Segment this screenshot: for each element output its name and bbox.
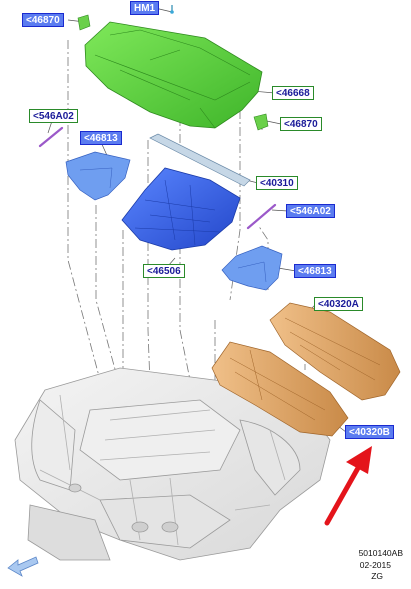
callout-46668: <46668 <box>272 86 314 100</box>
bracket-right-part <box>221 245 283 291</box>
panel-40320a-part <box>269 302 401 401</box>
panel-40320b-part <box>211 341 349 437</box>
callout-40320a: <40320A <box>314 297 363 311</box>
clip-part-top <box>77 14 91 31</box>
reference-date: 02-2015 <box>359 560 391 570</box>
bracket-left-part <box>65 151 131 201</box>
reference-author: ZG <box>371 571 383 581</box>
clip-part-right <box>253 113 269 131</box>
rear-parcel-shelf-part <box>84 21 263 129</box>
seal-strip-left <box>38 126 64 148</box>
callout-40310: <40310 <box>256 176 298 190</box>
callout-40320b: <40320B <box>345 425 394 439</box>
rear-floor-panel-part <box>121 167 241 251</box>
reference-code: 5010140AB <box>358 548 403 558</box>
callout-hm1: HM1 <box>130 1 160 15</box>
forward-direction-arrow <box>7 556 39 577</box>
callout-546a02-right: <546A02 <box>286 204 335 218</box>
cross-bar-part <box>149 133 251 187</box>
callout-46870-top: <46870 <box>22 13 64 27</box>
callout-46506: <46506 <box>143 264 185 278</box>
callout-546a02-left: <546A02 <box>29 109 78 123</box>
seal-strip-right <box>246 203 277 230</box>
callout-46870-right: <46870 <box>280 117 322 131</box>
body-floor-structure <box>14 367 331 561</box>
hardware-hm1-part <box>170 5 174 14</box>
callout-46813-right: <46813 <box>294 264 336 278</box>
red-indicator-arrow <box>324 446 372 526</box>
callout-46813-left: <46813 <box>80 131 122 145</box>
